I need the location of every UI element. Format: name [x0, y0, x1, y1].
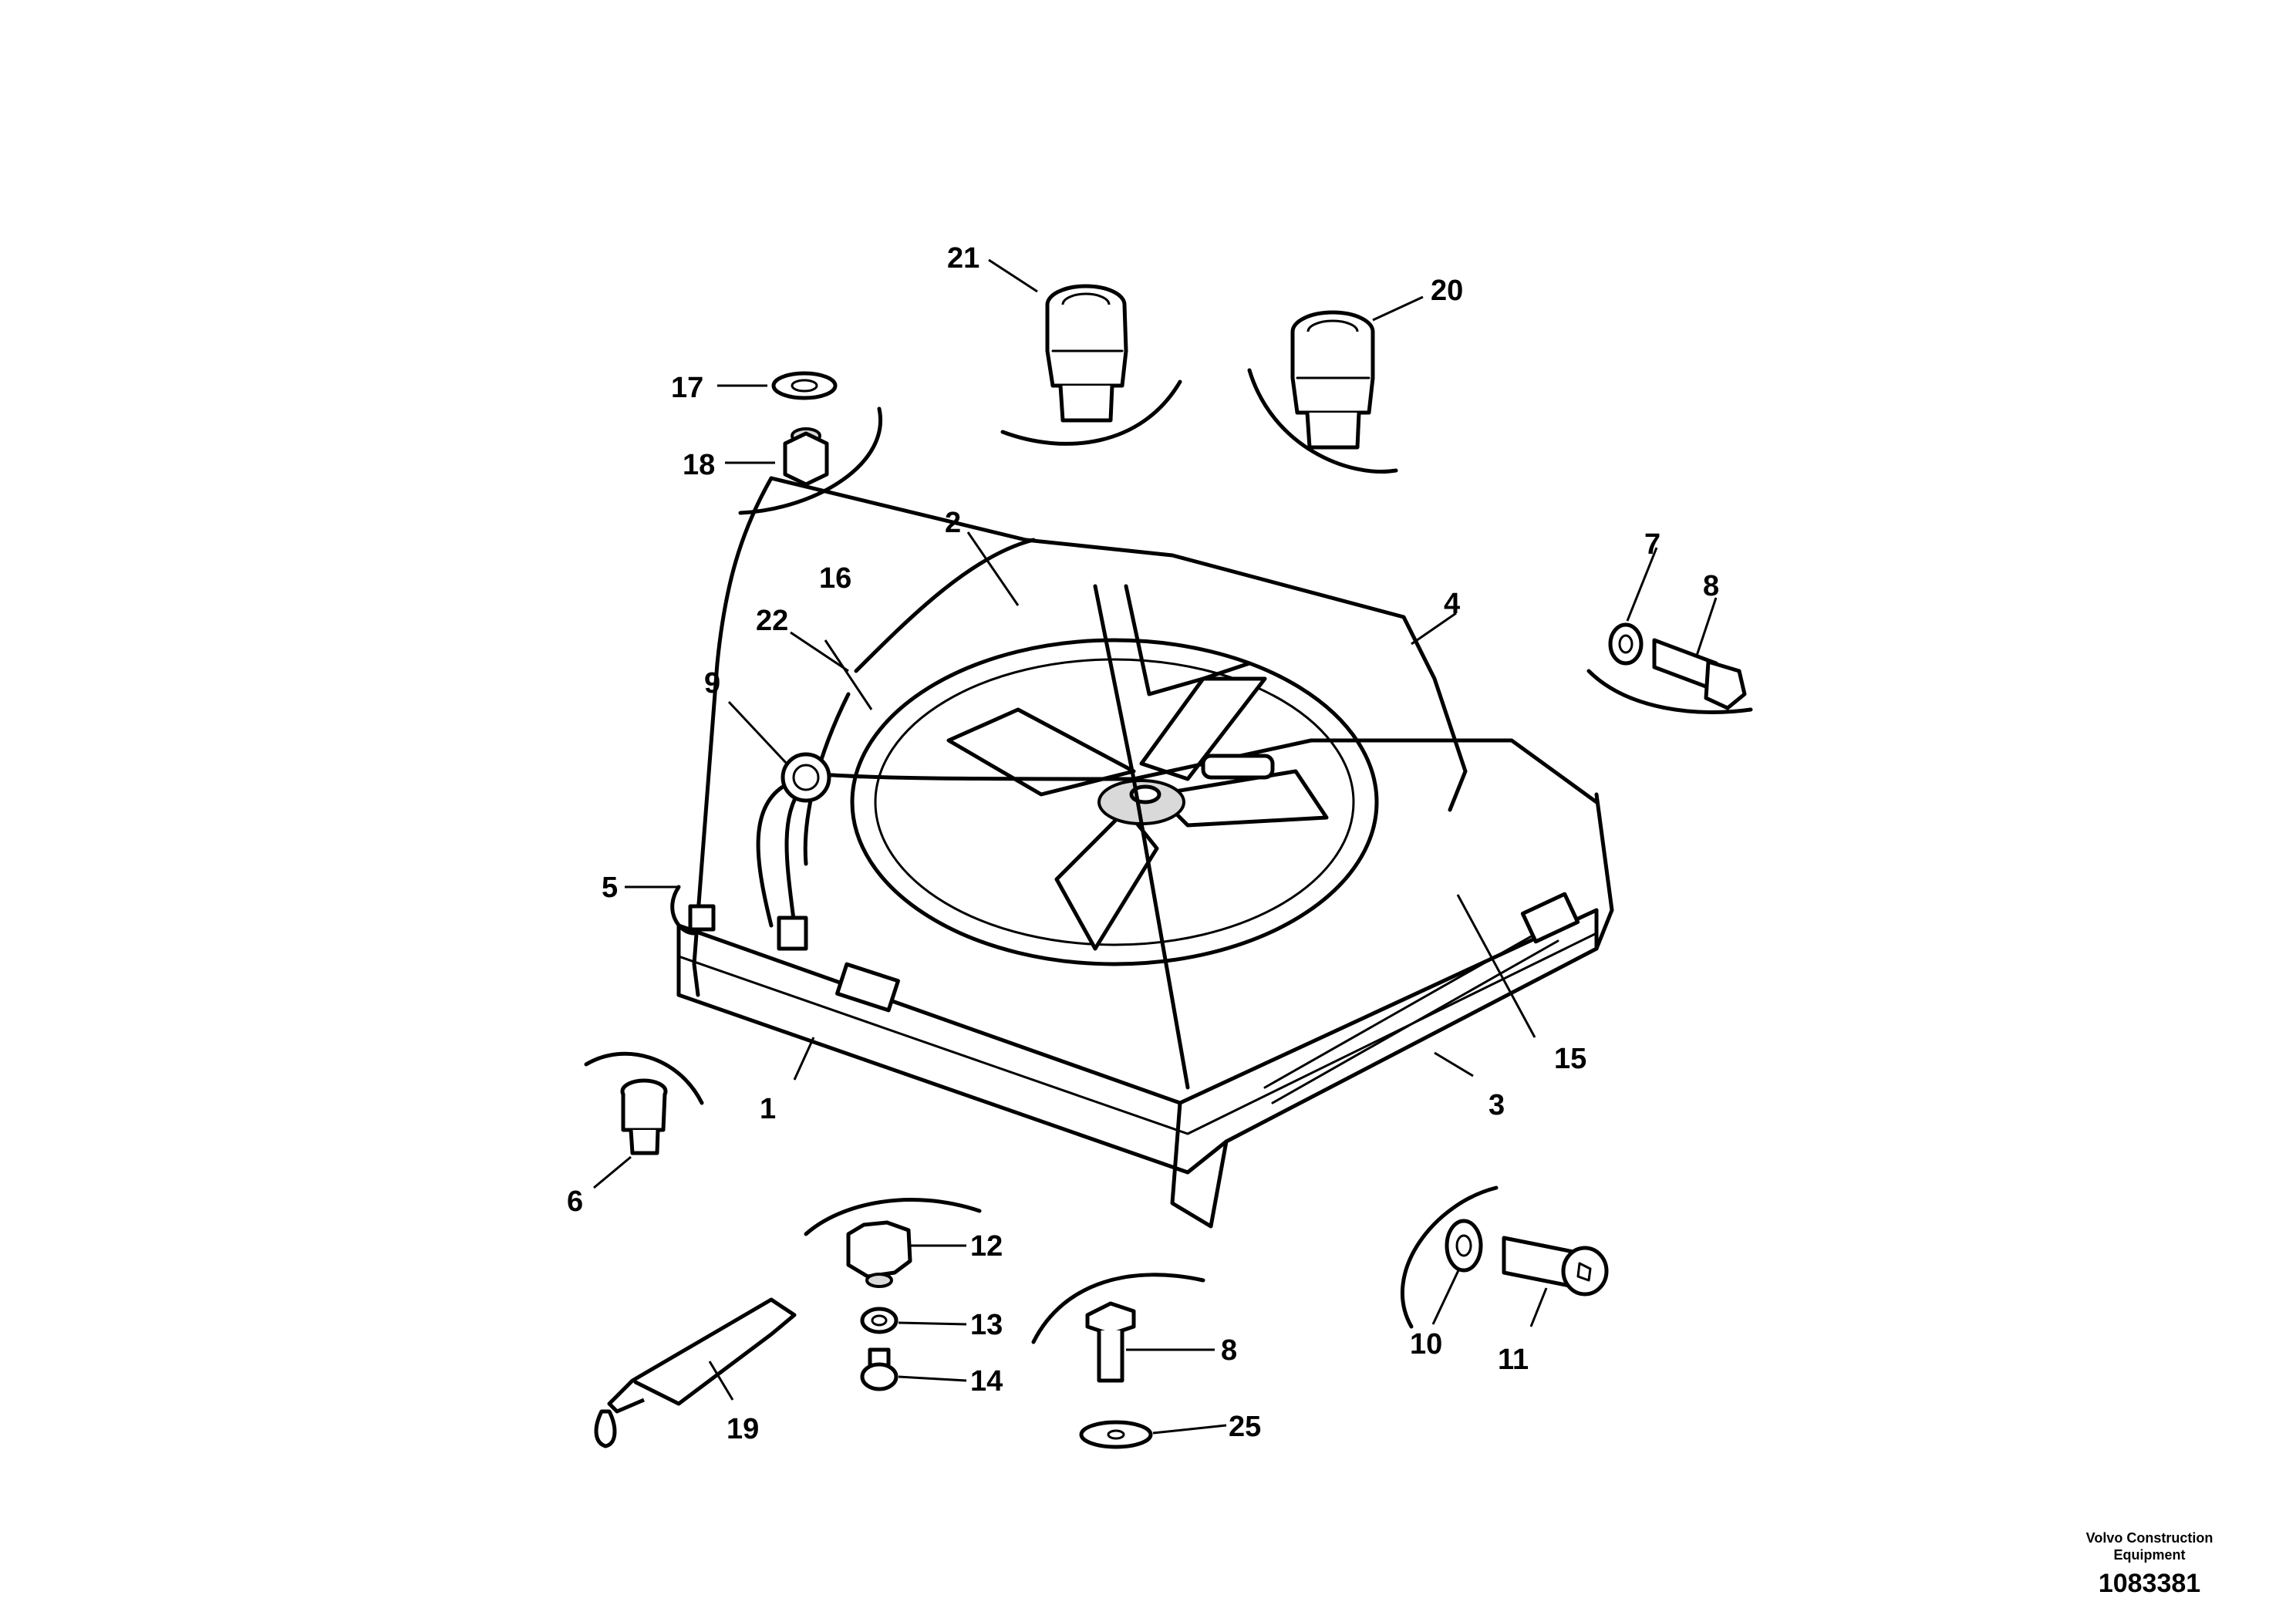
callout-15[interactable]: 15	[1554, 1043, 1586, 1075]
screw-11[interactable]	[1502, 1236, 1609, 1297]
callout-11[interactable]: 11	[1498, 1344, 1529, 1376]
callout-5[interactable]: 5	[602, 872, 618, 904]
callout-1[interactable]: 1	[760, 1093, 776, 1125]
callout-3[interactable]: 3	[1489, 1089, 1505, 1121]
fitting-21[interactable]	[1045, 284, 1128, 423]
company-name-line2: Equipment	[2113, 1547, 2186, 1563]
company-name-line1: Volvo Construction	[2085, 1530, 2213, 1546]
callout-18[interactable]: 18	[683, 449, 715, 481]
callout-4[interactable]: 4	[1444, 588, 1460, 620]
callout-6[interactable]: 6	[567, 1185, 583, 1218]
callout-14[interactable]: 14	[970, 1365, 1003, 1398]
fan-shroud-assembly	[670, 476, 1614, 1229]
document-number: 1083381	[2098, 1569, 2201, 1598]
callout-7[interactable]: 7	[1644, 528, 1660, 561]
bolt-8-bottom[interactable]	[1085, 1301, 1136, 1383]
callout-22[interactable]: 22	[756, 605, 788, 637]
callout-19[interactable]: 19	[727, 1413, 759, 1445]
nut-18[interactable]	[783, 427, 829, 487]
callout-13[interactable]: 13	[970, 1309, 1003, 1341]
callout-2[interactable]: 2	[945, 507, 961, 539]
callout-17[interactable]: 17	[671, 372, 703, 404]
washer-7[interactable]	[1608, 622, 1644, 666]
callout-21[interactable]: 21	[947, 242, 979, 275]
sealant-tube-19[interactable]	[594, 1297, 797, 1448]
callout-12[interactable]: 12	[970, 1230, 1003, 1263]
callout-16[interactable]: 16	[819, 562, 851, 595]
callout-8-right[interactable]: 8	[1703, 570, 1719, 602]
adapter-12[interactable]	[846, 1220, 912, 1288]
washer-17[interactable]	[771, 371, 838, 400]
callout-25[interactable]: 25	[1229, 1411, 1261, 1443]
fitting-20[interactable]	[1290, 310, 1375, 450]
plug-14[interactable]	[860, 1347, 899, 1391]
callout-9[interactable]: 9	[704, 667, 720, 700]
bolt-8-right[interactable]	[1652, 638, 1747, 710]
callout-10[interactable]: 10	[1410, 1328, 1442, 1361]
document-footer: Volvo Construction Equipment 1083381	[2057, 1529, 2242, 1599]
callout-leaders	[593, 258, 1718, 1435]
washer-10[interactable]	[1445, 1219, 1483, 1273]
fitting-6[interactable]	[620, 1078, 668, 1155]
callout-8-bottom[interactable]: 8	[1221, 1334, 1237, 1367]
washer-13[interactable]	[860, 1307, 899, 1334]
detail-arcs	[584, 368, 1753, 1344]
callout-20[interactable]: 20	[1431, 275, 1463, 307]
callout-labels: 21 20 17 18 2 16 22 9 4 7 8 5 15 1 3 6 1…	[567, 242, 1719, 1445]
washer-25[interactable]	[1079, 1420, 1153, 1449]
